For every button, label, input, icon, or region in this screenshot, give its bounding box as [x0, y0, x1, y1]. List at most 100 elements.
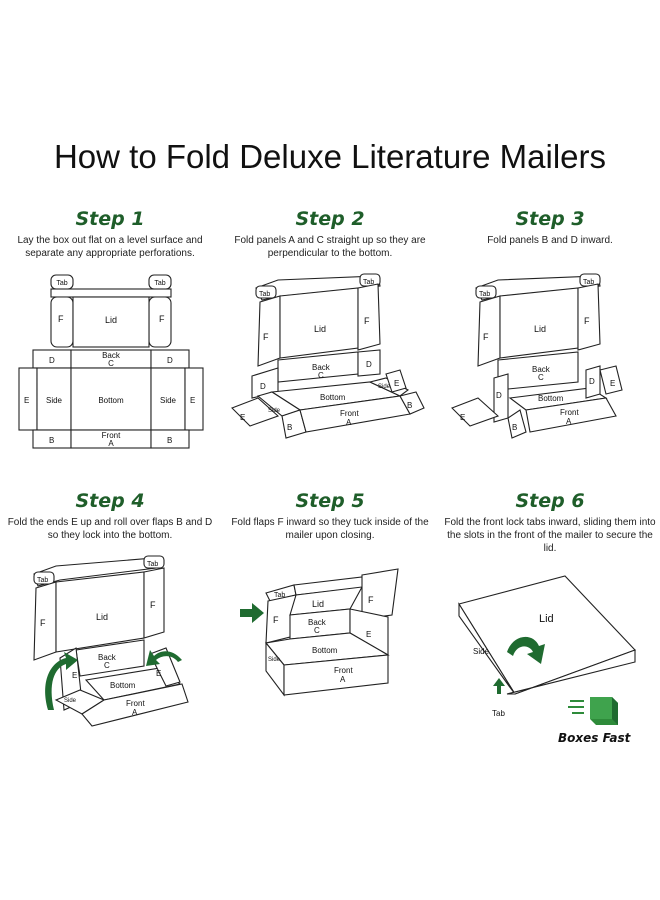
- e-label: E: [190, 396, 195, 405]
- step-4-description: Fold the ends E up and roll over flaps B…: [7, 517, 213, 541]
- back-label: Back: [532, 365, 551, 374]
- step-5-title: Step 5: [295, 490, 365, 512]
- tab-label: Tab: [56, 280, 67, 287]
- flap-d-label: D: [49, 356, 55, 365]
- tab-label: Tab: [274, 592, 285, 599]
- step-6: Step 6 Fold the front lock tabs inward, …: [440, 490, 660, 555]
- side-label: Side: [268, 408, 281, 414]
- c-label: C: [314, 626, 320, 635]
- lid-band-shape: [255, 275, 381, 301]
- flap-d-label: D: [589, 377, 595, 386]
- back-label: Back: [312, 363, 331, 372]
- back-label: Back: [102, 351, 121, 360]
- e-label: E: [610, 379, 615, 388]
- e-label: E: [240, 413, 245, 422]
- straight-arrow-right-icon: [240, 603, 264, 623]
- front-label: Front: [102, 431, 121, 440]
- flap-f-label: F: [364, 316, 370, 326]
- step-5-diagram: Tab F Lid F Back C E Bottom Side Front A: [240, 568, 399, 697]
- a-label: A: [132, 708, 138, 717]
- flap-f-label: F: [150, 600, 156, 610]
- flap-f-label: F: [58, 314, 64, 324]
- bottom-label: Bottom: [110, 681, 136, 690]
- step-2: Step 2 Fold panels A and C straight up s…: [220, 208, 440, 260]
- a-label: A: [566, 417, 572, 426]
- flap-f-left-shape: [257, 295, 281, 367]
- curved-arrow-left-icon: [45, 652, 78, 710]
- step-1-title: Step 1: [75, 208, 145, 230]
- front-label: Front: [334, 666, 353, 675]
- lid-band-shape: [50, 288, 172, 298]
- bottom-label: Bottom: [98, 396, 124, 405]
- step-1-description: Lay the box out flat on a level surface …: [17, 235, 203, 259]
- flap-f-label: F: [273, 615, 279, 625]
- a-label: A: [340, 675, 346, 684]
- b-label: B: [167, 436, 172, 445]
- tab-label: Tab: [147, 561, 158, 568]
- step-6-description: Fold the front lock tabs inward, sliding…: [444, 517, 656, 554]
- curved-arrow-down-icon: [507, 636, 545, 664]
- side-label: Side: [64, 698, 77, 704]
- step-1: Step 1 Lay the box out flat on a level s…: [0, 208, 220, 260]
- brand-logo: [568, 697, 618, 725]
- b-label: B: [407, 401, 412, 410]
- flap-b-right-shape: [150, 429, 190, 449]
- step-4: Step 4 Fold the ends E up and roll over …: [0, 490, 220, 542]
- e-label: E: [394, 379, 399, 388]
- lid-label: Lid: [312, 599, 324, 609]
- green-box-logo-icon: [568, 697, 618, 725]
- flap-f-label: F: [483, 332, 489, 342]
- b-label: B: [512, 423, 517, 432]
- side-label: Side: [473, 647, 490, 656]
- step-4-title: Step 4: [75, 490, 145, 512]
- tab-label: Tab: [363, 279, 374, 286]
- a-label: A: [346, 418, 352, 427]
- bottom-label: Bottom: [312, 646, 338, 655]
- tab-label: Tab: [259, 291, 270, 298]
- c-label: C: [104, 661, 110, 670]
- flap-f-label: F: [159, 314, 165, 324]
- lid-panel-shape: [279, 287, 359, 359]
- bottom-label: Bottom: [320, 393, 346, 402]
- tab-arrow-icon: [493, 678, 505, 694]
- side-left-shape: [36, 367, 72, 431]
- a-label: A: [108, 439, 114, 448]
- flap-f-label: F: [368, 595, 374, 605]
- step-6-diagram: Lid Side Tab: [458, 575, 636, 718]
- flap-f-label: F: [584, 316, 590, 326]
- lid-panel-shape: [72, 296, 150, 348]
- step-6-title: Step 6: [515, 490, 585, 512]
- tab-label: Tab: [154, 280, 165, 287]
- b-label: B: [287, 423, 292, 432]
- c-label: C: [108, 359, 114, 368]
- flap-d-label: D: [496, 391, 502, 400]
- back-label: Back: [98, 653, 117, 662]
- flap-d-label: D: [366, 360, 372, 369]
- tab-label: Tab: [492, 709, 505, 718]
- back-label: Back: [308, 618, 327, 627]
- lid-label: Lid: [96, 612, 108, 622]
- step-2-diagram: Tab Tab F Lid F Back C D D Bottom E Side…: [231, 273, 425, 439]
- closed-lid-shape: [458, 575, 636, 695]
- side-label: Side: [268, 657, 281, 663]
- step-3-description: Fold panels B and D inward.: [487, 235, 613, 246]
- curved-arrow-right-icon: [146, 650, 182, 666]
- tab-label: Tab: [37, 577, 48, 584]
- step-3-diagram: Tab Tab F Lid F Back C D Bottom D E E B …: [451, 273, 623, 439]
- page-title: How to Fold Deluxe Literature Mailers: [53, 138, 607, 175]
- step-2-title: Step 2: [295, 208, 365, 230]
- bottom-label: Bottom: [538, 394, 564, 403]
- step-4-diagram: Tab Tab F Lid F Back C E Bottom E Side F…: [33, 555, 189, 727]
- e-label: E: [72, 671, 77, 680]
- side-label: Side: [160, 396, 177, 405]
- flap-d-label: D: [167, 356, 173, 365]
- side-label: Side: [46, 396, 63, 405]
- c-label: C: [538, 373, 544, 382]
- step-2-description: Fold panels A and C straight up so they …: [234, 235, 426, 259]
- step-5-description: Fold flaps F inward so they tuck inside …: [231, 517, 429, 541]
- front-label: Front: [340, 409, 359, 418]
- step-1-diagram: Tab Tab F F Lid D D Back C E E Side Side…: [18, 274, 204, 449]
- tab-label: Tab: [583, 279, 594, 286]
- flap-d-label: D: [260, 382, 266, 391]
- lid-label: Lid: [314, 324, 326, 334]
